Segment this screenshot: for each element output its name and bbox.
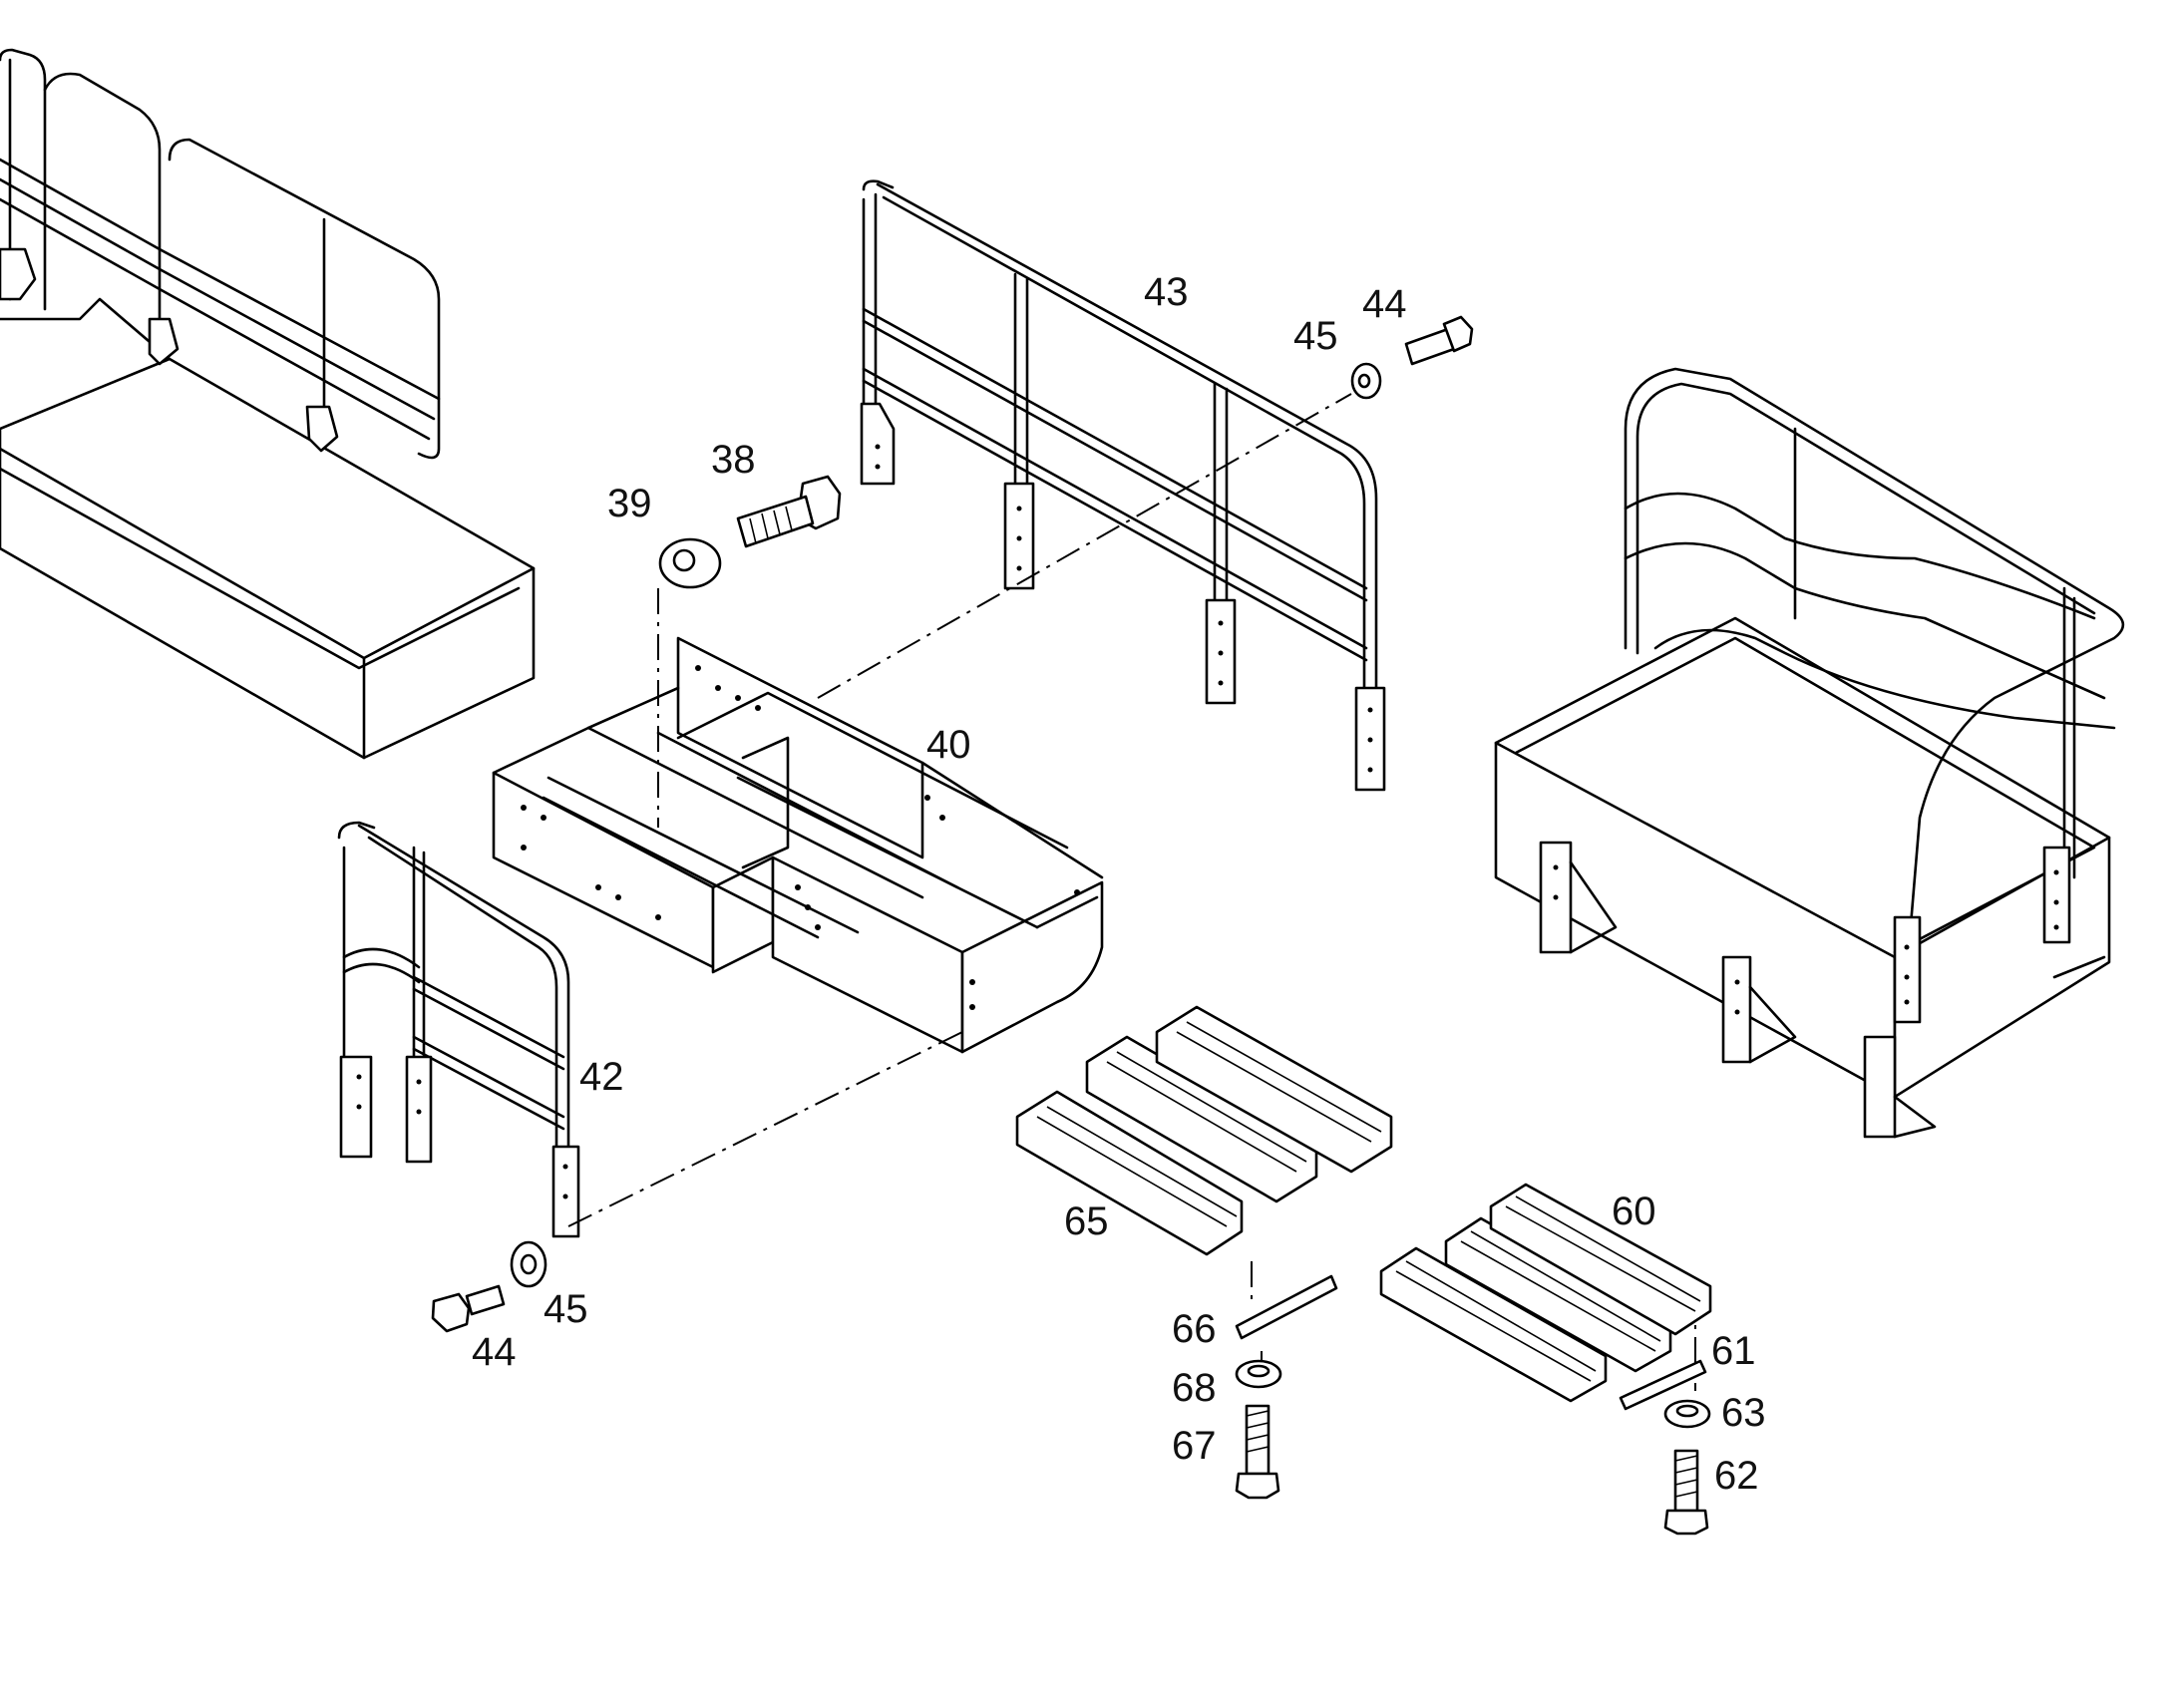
washer-63: [1663, 1399, 1711, 1429]
callout-66: 66: [1172, 1307, 1217, 1351]
washer-45-upper: [1350, 362, 1382, 400]
callout-45-upper: 45: [1293, 314, 1338, 358]
upper-left-platform: [0, 48, 536, 760]
callout-44-upper: 44: [1362, 282, 1407, 326]
clamp-66: [1235, 1274, 1338, 1340]
callout-labels: 38 39 40 42 43 44 45 44 45 60 61 62 63 6…: [472, 270, 1766, 1498]
callout-68: 68: [1172, 1366, 1217, 1410]
rail-43: [860, 179, 1386, 792]
clamp-61: [1619, 1359, 1707, 1411]
rail-42: [337, 821, 580, 1238]
bolt-62: [1663, 1449, 1709, 1536]
frame-40: [492, 636, 1104, 1054]
callout-45-lower: 45: [544, 1287, 588, 1331]
callout-61: 61: [1711, 1329, 1756, 1373]
callout-42: 42: [579, 1055, 624, 1099]
grating-65: [1015, 1005, 1393, 1256]
callout-65: 65: [1064, 1199, 1109, 1243]
bolt-38: [736, 475, 842, 548]
callout-44-lower: 44: [472, 1330, 517, 1374]
callout-39: 39: [607, 482, 652, 525]
callout-67: 67: [1172, 1424, 1217, 1468]
callout-40: 40: [926, 723, 971, 767]
grating-60: [1379, 1183, 1712, 1403]
washer-45-lower: [510, 1240, 547, 1288]
callout-63: 63: [1721, 1391, 1766, 1435]
washer-39: [658, 537, 722, 589]
right-platform: [1494, 367, 2125, 1139]
bolt-44-upper: [1404, 315, 1474, 366]
callout-43: 43: [1144, 270, 1189, 314]
callout-38: 38: [711, 438, 756, 482]
bolt-44-lower: [431, 1284, 506, 1333]
callout-60: 60: [1612, 1190, 1656, 1233]
bolt-67: [1235, 1404, 1280, 1500]
washer-68: [1235, 1359, 1282, 1389]
callout-62: 62: [1714, 1454, 1759, 1498]
